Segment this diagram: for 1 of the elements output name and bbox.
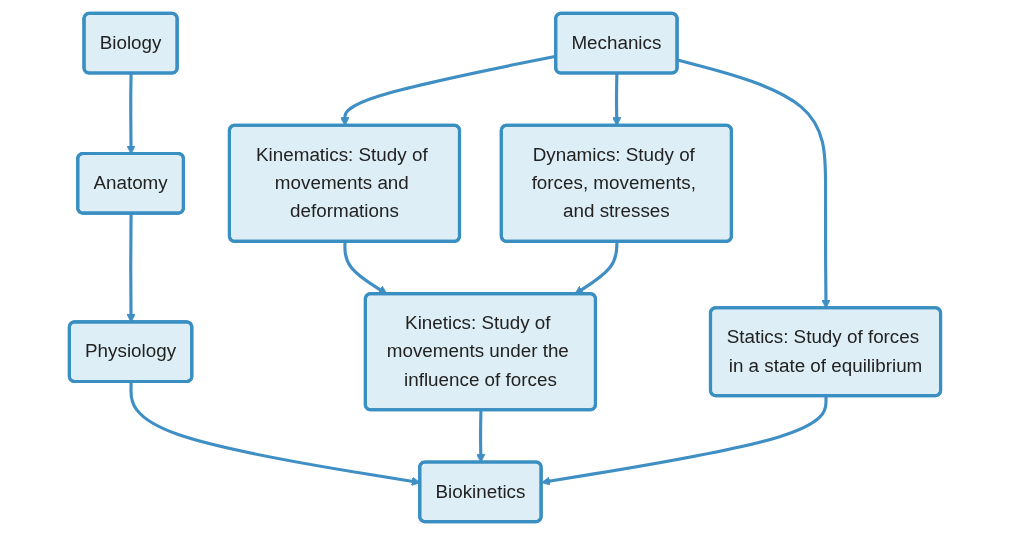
arrow — [475, 410, 485, 463]
